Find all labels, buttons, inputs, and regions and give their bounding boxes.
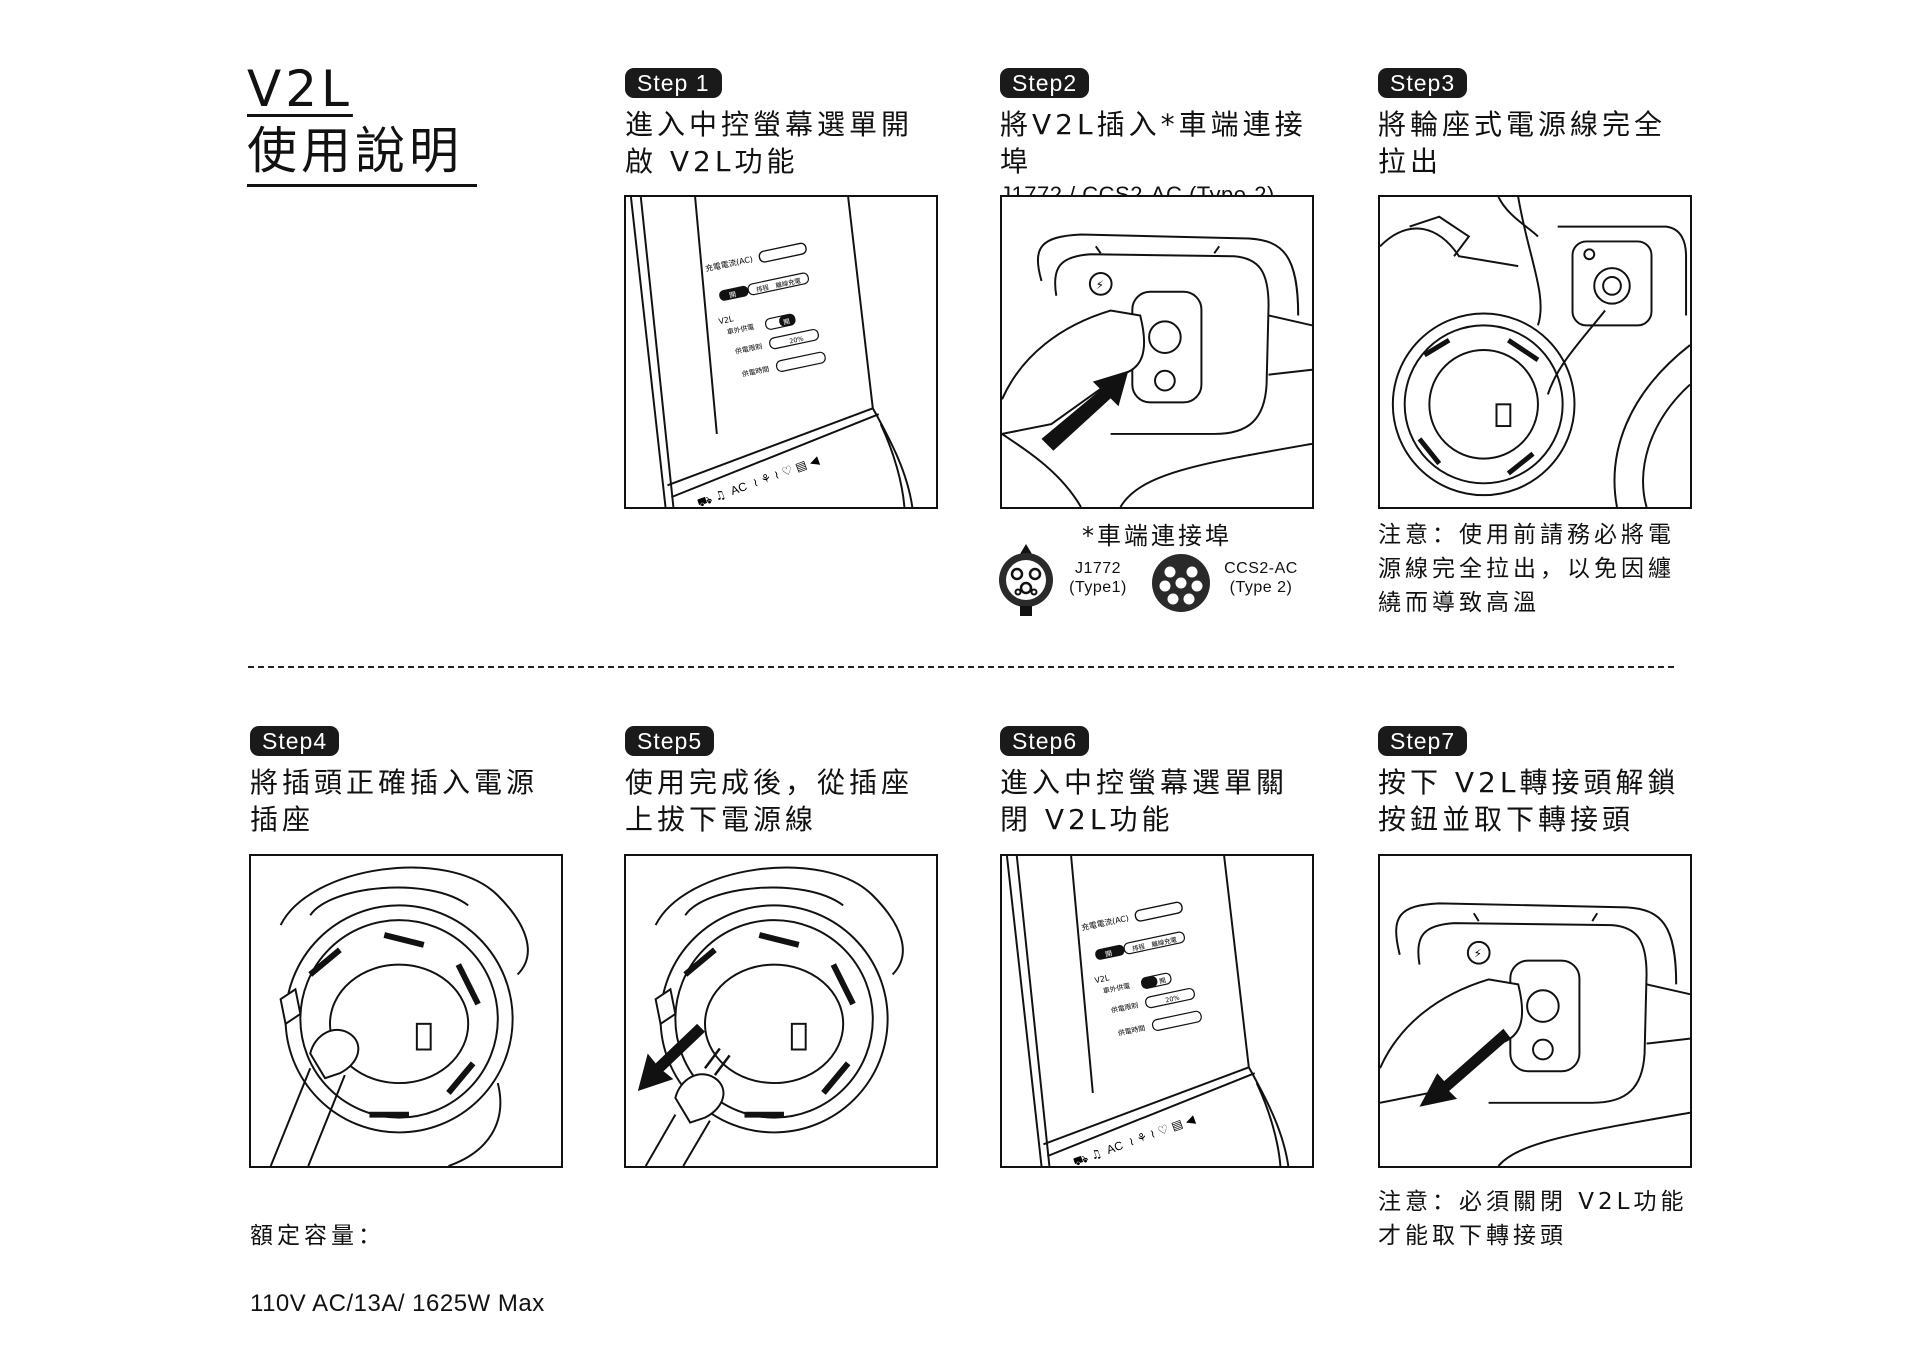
page-title: V2L 使用說明 (247, 58, 477, 187)
bolt-icon: ⚡ (1096, 278, 1104, 292)
step-3-illustration (1378, 195, 1692, 509)
step-3-badge: Step3 (1378, 68, 1468, 98)
step-4-title: 將插頭正確插入電源 插座 (250, 766, 539, 836)
title-v2l: V2L (247, 60, 353, 118)
label-power-time: 供電時間 (741, 364, 770, 379)
remove-arrow (637, 1023, 705, 1091)
insert-adapter-drawing: ⚡ (1002, 233, 1312, 507)
remove-adapter-drawing: ⚡ (1380, 902, 1690, 1166)
power-time-field-2[interactable] (1151, 1010, 1203, 1031)
step-5-illustration (624, 854, 938, 1168)
cable-reel-pull-drawing (1380, 197, 1690, 507)
step-5-badge: Step5 (625, 726, 715, 756)
plug-remove-drawing (637, 866, 904, 1166)
dock-ac: AC (729, 479, 750, 498)
label-power-limit: 供電限制 (734, 341, 763, 356)
step-6-title: 進入中控螢幕選單關 閉 V2L功能 (1000, 766, 1289, 836)
rating-label: 額定容量： (250, 1223, 385, 1249)
pull-arrow (1419, 1028, 1511, 1107)
rating-value: 110V AC/13A/ 1625W Max (250, 1290, 545, 1317)
label-charge-current-2: 充電電流(AC) (1080, 913, 1129, 933)
label-open: 開 (728, 290, 737, 299)
v2l-toggle-2[interactable] (1140, 972, 1172, 989)
label-percent-2: 20% (1165, 994, 1181, 1005)
step-5-title: 使用完成後，從插座 上拔下電源線 (625, 766, 914, 836)
step-1-badge: Step 1 (625, 68, 722, 98)
step-1: Step 1 進入中控螢幕選單開 啟 V2L功能 (625, 68, 940, 180)
insert-arrow (1041, 370, 1129, 451)
title-usage: 使用說明 (247, 122, 463, 180)
label-external-power-2: 車外供電 (1102, 981, 1131, 996)
step-2: Step2 將V2L插入*車端連接埠 J1772 / CCS2-AC (Type… (1000, 68, 1315, 210)
infotainment-screen-open: 充電電流(AC) 開 排程 離線充電 V2L 車外供電 開 供電限制 20% 供… (629, 197, 914, 507)
j1772-label: J1772 (Type1) (1066, 559, 1130, 597)
v2l-toggle[interactable] (764, 313, 796, 330)
label-charge-current: 充電電流(AC) (704, 254, 753, 274)
plug-insert-drawing (269, 866, 529, 1166)
ccs2-name: CCS2-AC (1224, 560, 1298, 577)
step-2-badge: Step2 (1000, 68, 1090, 98)
step-7-illustration: ⚡ (1378, 854, 1692, 1168)
power-limit-field-2[interactable] (1145, 987, 1196, 1009)
step-6: Step6 進入中控螢幕選單關 閉 V2L功能 (1000, 726, 1315, 838)
step-4: Step4 將插頭正確插入電源 插座 (250, 726, 565, 838)
rating-block: 額定容量： 110V AC/13A/ 1625W Max (250, 1185, 650, 1355)
power-limit-field[interactable] (769, 328, 820, 350)
label-on-2: 開 (1159, 976, 1167, 985)
label-schedule: 排程 (755, 282, 770, 294)
dock-icons-b: ⛟ ♫ (1071, 1146, 1103, 1166)
step-1-title: 進入中控螢幕選單開 啟 V2L功能 (625, 108, 914, 178)
label-external-power: 車外供電 (726, 322, 755, 337)
label-power-time-2: 供電時間 (1117, 1023, 1146, 1038)
label-schedule-2: 排程 (1131, 941, 1146, 953)
step-7-note: 注意：必須關閉 V2L功能 才能取下轉接頭 (1378, 1189, 1688, 1249)
ccs2-connector-icon (1152, 554, 1210, 612)
step-7: Step7 按下 V2L轉接頭解鎖 按鈕並取下轉接頭 (1378, 726, 1693, 838)
dock-icons-b2: ≀ ⚘ ≀ ♡ ▤ ◀ (1127, 1112, 1198, 1149)
step-3: Step3 將輪座式電源線完全 拉出 (1378, 68, 1693, 180)
infotainment-screen-close: 充電電流(AC) 開 排程 離線充電 V2L 車外供電 開 供電限制 20% 供… (1005, 856, 1290, 1166)
step-1-illustration: 充電電流(AC) 開 排程 離線充電 V2L 車外供電 開 供電限制 20% 供… (624, 195, 938, 509)
ccs2-label: CCS2-AC (Type 2) (1218, 559, 1304, 597)
power-time-field[interactable] (775, 351, 827, 372)
charge-current-field-2[interactable] (1134, 901, 1183, 922)
step-6-badge: Step6 (1000, 726, 1090, 756)
step-4-illustration (249, 854, 563, 1168)
dock-icons-2: ≀ ⚘ ≀ ♡ ▤ ◀ (751, 453, 822, 490)
section-divider (248, 666, 1674, 668)
dock-ac-b: AC (1105, 1138, 1126, 1157)
step-7-badge: Step7 (1378, 726, 1468, 756)
ccs2-type: (Type 2) (1229, 579, 1293, 596)
j1772-connector-icon (999, 544, 1053, 616)
bolt-icon-2: ⚡ (1474, 947, 1482, 961)
label-open-2: 開 (1104, 949, 1113, 958)
charge-current-field[interactable] (758, 242, 807, 263)
step-7-title: 按下 V2L轉接頭解鎖 按鈕並取下轉接頭 (1378, 766, 1680, 836)
label-on: 開 (783, 317, 791, 326)
open-button[interactable] (718, 285, 749, 302)
step-4-badge: Step4 (250, 726, 340, 756)
step-5: Step5 使用完成後，從插座 上拔下電源線 (625, 726, 940, 838)
connectors-title: *車端連接埠 (1082, 522, 1232, 550)
open-button-2[interactable] (1094, 944, 1125, 961)
label-percent: 20% (789, 335, 805, 346)
step-3-note: 注意：使用前請務必將電 源線完全拉出，以免因纏 繞而導致高溫 (1378, 522, 1675, 616)
step-2-illustration: ⚡ (1000, 195, 1314, 509)
dock-icons: ⛟ ♫ (695, 487, 727, 507)
label-v2l-2: V2L (1094, 973, 1111, 985)
step-2-title: 將V2L插入*車端連接埠 (1000, 108, 1307, 178)
step-3-title: 將輪座式電源線完全 拉出 (1378, 108, 1667, 178)
j1772-name: J1772 (1074, 560, 1122, 577)
step-6-illustration: 充電電流(AC) 開 排程 離線充電 V2L 車外供電 開 供電限制 20% 供… (1000, 854, 1314, 1168)
label-v2l: V2L (718, 314, 735, 326)
label-power-limit-2: 供電限制 (1110, 1000, 1139, 1015)
j1772-type: (Type1) (1069, 579, 1127, 596)
